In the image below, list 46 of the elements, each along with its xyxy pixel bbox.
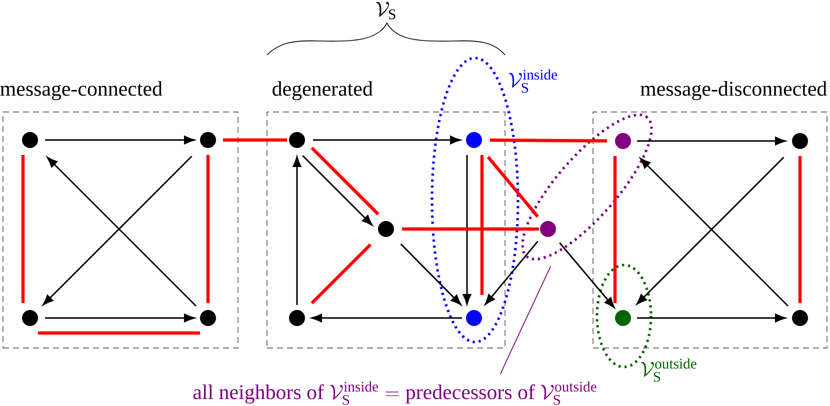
vertex-dot — [200, 310, 216, 326]
vertex-dot — [466, 310, 482, 326]
vertex-dot — [378, 221, 394, 237]
vertex-dot — [540, 221, 556, 237]
arrow — [313, 136, 461, 144]
set-label: $\mathcal{V}_\mathrm{S}^\mathrm{inside}$ — [508, 69, 558, 93]
connector-line — [206, 155, 210, 303]
arrow — [311, 314, 462, 322]
group-title: message-disconnected — [640, 81, 827, 100]
set-label: $\mathcal{V}_\mathrm{S}^\mathrm{outside}$ — [640, 358, 696, 382]
group-title: degenerated — [272, 81, 373, 100]
arrow — [637, 136, 786, 146]
connector-line — [486, 156, 540, 218]
arrow — [559, 242, 615, 308]
connector-line — [490, 138, 608, 142]
vertex-dot — [22, 132, 38, 148]
vertex-dot — [22, 310, 38, 326]
vertex-dot — [466, 132, 482, 148]
arrow — [45, 136, 195, 144]
arrow — [400, 243, 462, 306]
vertex-dot — [289, 132, 305, 148]
leader-line — [500, 266, 552, 374]
annotation-text: $\text{all neighbors of }\mathcal{V}_\mathrm{S}^\mathrm{inside}=\text{predecessors of }\mathcal{V}_\mathrm{S}^\mathrm{outside}$ — [193, 381, 596, 405]
arrow — [462, 155, 472, 305]
connector-line — [223, 138, 287, 142]
connector-line — [402, 227, 539, 231]
arrow — [637, 314, 786, 322]
connector-line — [613, 156, 617, 303]
arrow — [484, 240, 538, 305]
vertex-dot — [792, 133, 808, 149]
connector-line — [38, 331, 200, 335]
vertex-dot — [792, 310, 808, 326]
set-label: $\mathcal{V}_\mathrm{S}$ — [376, 2, 396, 20]
connector-line — [798, 156, 802, 303]
vertex-dot — [200, 132, 216, 148]
connector-line — [310, 146, 380, 216]
vertex-dot — [615, 310, 631, 326]
arrow — [292, 156, 302, 305]
arrow — [45, 314, 195, 322]
vertex-dot — [615, 133, 631, 149]
connector-line — [21, 155, 25, 303]
connector-line — [310, 243, 372, 304]
arrow — [302, 155, 372, 226]
connector-line — [480, 155, 484, 295]
group-title: message-connected — [0, 81, 162, 100]
vertex-dot — [289, 310, 305, 326]
